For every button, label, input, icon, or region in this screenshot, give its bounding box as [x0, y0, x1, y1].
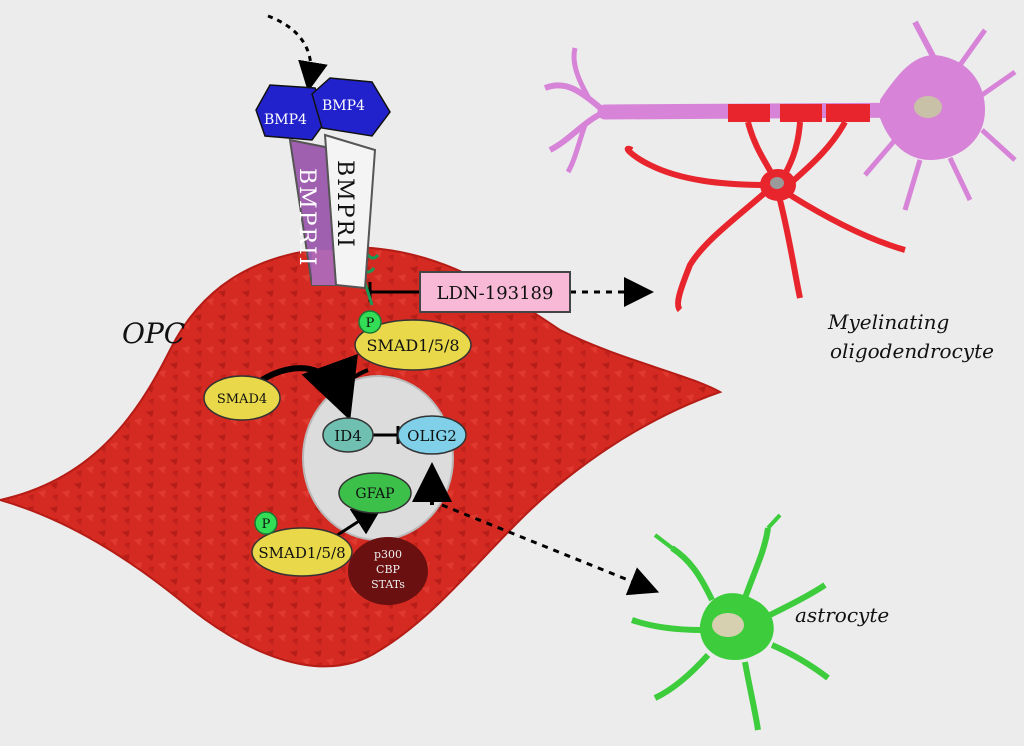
smad-bottom-ellipse [251, 527, 353, 577]
nucleus [302, 375, 454, 541]
receptor-complex [255, 77, 391, 290]
oligodendrocyte-label-line1: Myelinating [827, 310, 949, 334]
bmpr1-receptor [323, 133, 377, 290]
smad-bottom-label: SMAD1/5/8 [258, 544, 345, 562]
olig2-label: OLIG2 [407, 427, 457, 445]
astrocyte-label: astrocyte [795, 603, 889, 627]
neuron [543, 20, 1017, 211]
ldn-193189-box [419, 271, 571, 313]
smad4-ellipse [203, 375, 281, 421]
cofactor-cbp: CBP [376, 563, 401, 576]
ldn-193189-label: LDN-193189 [437, 283, 554, 304]
smad-top-ellipse [354, 319, 472, 371]
smad4-hook [333, 368, 369, 401]
id4-ellipse [322, 417, 374, 453]
gfap-label: GFAP [355, 486, 394, 502]
bmp4-left-label: BMP4 [264, 112, 307, 128]
smad-top-label: SMAD1/5/8 [366, 336, 459, 355]
bmp4-right-label: BMP4 [322, 98, 365, 114]
bmpr2-label: BMPRII [294, 168, 319, 267]
opc-label: OPC [122, 317, 185, 350]
cofactor-stats: STATs [371, 578, 405, 591]
cofactor-p300: p300 [374, 548, 402, 561]
id4-label: ID4 [334, 427, 362, 445]
cofactor-ellipse [348, 537, 428, 605]
phospho-top-label: P [366, 316, 375, 331]
oligodendrocyte-label-line2: oligodendrocyte [830, 339, 994, 363]
astro-arrow [441, 503, 660, 596]
bmpr1-label: BMPRI [332, 160, 357, 249]
ligand-arrow [267, 14, 328, 92]
phospho-bottom [254, 511, 278, 535]
smad4-label: SMAD4 [217, 392, 267, 407]
oligodendrocyte [624, 104, 906, 313]
phospho-top [358, 310, 382, 334]
olig2-ellipse [397, 415, 467, 455]
astrocyte-cell [631, 513, 830, 731]
bmp4-right [311, 77, 391, 137]
phospho-bottom-label: P [262, 517, 271, 532]
smad-to-nucleus-arrow [260, 353, 358, 421]
gfap-ellipse [338, 472, 412, 514]
